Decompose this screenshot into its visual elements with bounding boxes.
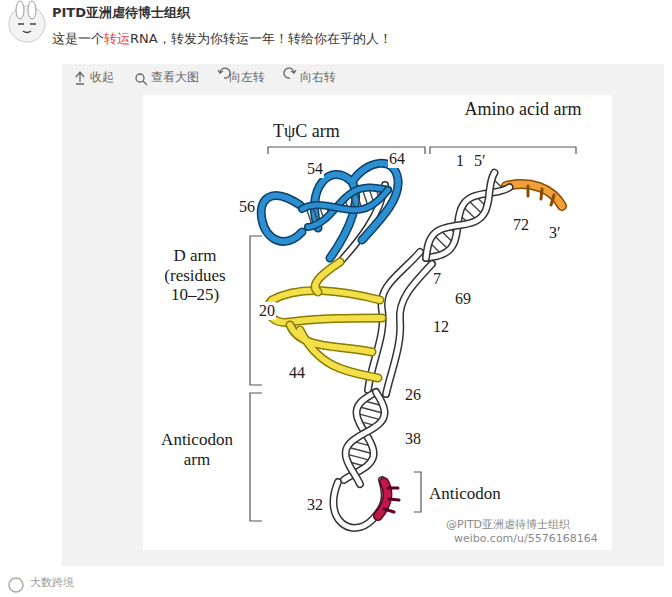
strand	[426, 173, 495, 258]
residue-number: 12	[432, 318, 450, 336]
t-arm	[261, 163, 398, 258]
collapse-icon	[76, 72, 84, 84]
rotate-right-icon	[284, 68, 296, 78]
rotate-left-icon	[218, 68, 230, 78]
post-text: RNA，转发为你转运一年！转给你在乎的人！	[130, 31, 392, 46]
residue-number: 54	[306, 160, 324, 178]
residue-number: 38	[404, 430, 422, 448]
strand	[346, 392, 385, 484]
watermark: @PITD亚洲虐待博士组织	[446, 519, 570, 532]
highlight-text: 转运	[104, 31, 130, 46]
zoom-icon	[136, 74, 144, 82]
watermark: weibo.com/u/5576168164	[454, 533, 598, 546]
residue-number: 56	[238, 198, 256, 216]
image-ground	[143, 95, 612, 550]
strand	[302, 190, 388, 210]
toolbar-button: 向左转	[229, 71, 265, 85]
toolbar-button: 收起	[90, 71, 114, 85]
watermark-logo	[9, 578, 23, 592]
bracket	[250, 236, 421, 521]
residue-number: 7	[432, 270, 442, 288]
anticodon-loop	[333, 480, 399, 528]
post-text: 这是一个转运RNA，转发为你转运一年！转给你在乎的人！	[52, 30, 392, 48]
post-panel	[62, 64, 664, 566]
residue-number: 5′	[473, 152, 487, 170]
zoom-icon	[143, 81, 147, 85]
residue-number: 20	[258, 302, 276, 320]
residue-number: 69	[454, 290, 472, 308]
residue-number: 64	[388, 150, 406, 168]
avatar-face	[18, 24, 36, 33]
strand	[346, 392, 385, 484]
watermark: 大数跨境	[30, 577, 74, 590]
helix-group	[302, 173, 510, 484]
part-label: TψC arm	[272, 121, 341, 142]
strand	[426, 173, 495, 258]
strand	[302, 190, 388, 210]
toolbar-button: 查看大图	[151, 71, 199, 85]
residue-number: 1	[455, 152, 465, 170]
avatar-ear	[16, 1, 24, 19]
residue-number: 72	[512, 216, 530, 234]
avatar-ear	[28, 1, 36, 19]
part-label: Amino acid arm	[462, 99, 584, 120]
part-label: D arm (residues 10–25)	[151, 246, 239, 305]
avatar	[9, 6, 45, 42]
residue-number: 3′	[548, 224, 562, 242]
bracket	[268, 147, 576, 154]
cca-tail	[506, 184, 562, 206]
part-label: Anticodon arm	[146, 430, 248, 469]
user-name: PITD亚洲虐待博士组织	[52, 6, 190, 21]
toolbar-button: 向右转	[300, 71, 336, 85]
post-text: 这是一个	[52, 31, 104, 46]
d-arm	[268, 262, 382, 378]
part-label: Anticodon	[428, 484, 502, 504]
residue-number: 26	[404, 386, 422, 404]
residue-number: 44	[288, 364, 306, 382]
residue-number: 32	[306, 496, 324, 514]
